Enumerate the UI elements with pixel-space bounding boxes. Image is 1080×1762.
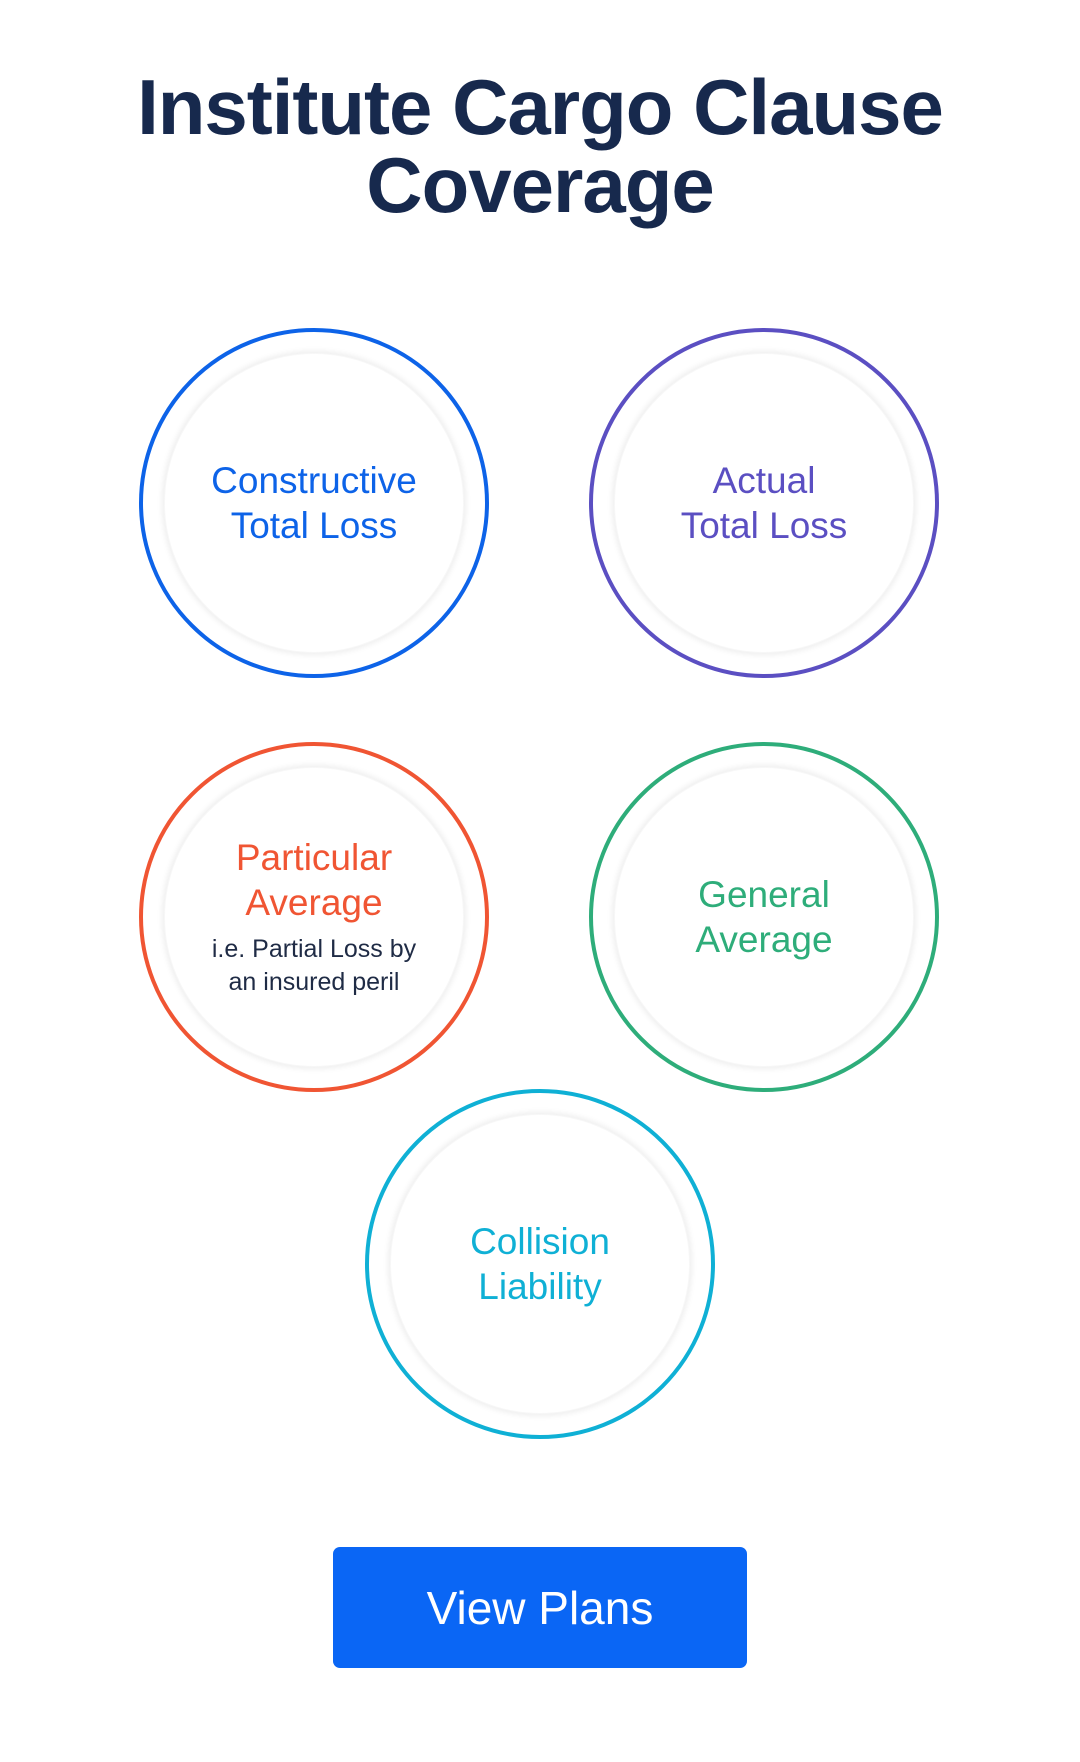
circle-inner: Collision Liability	[390, 1114, 690, 1414]
page-title-line-1: Institute Cargo Clause	[137, 63, 944, 151]
coverage-description: i.e. Partial Loss by an insured peril	[212, 933, 416, 999]
coverage-label: Constructive Total Loss	[211, 458, 417, 548]
circle-inner: Actual Total Loss	[614, 353, 914, 653]
coverage-description-line-2: an insured peril	[228, 968, 400, 996]
coverage-label: Collision Liability	[470, 1219, 610, 1309]
coverage-label-line-1: Actual	[712, 460, 816, 501]
coverage-label-line-2: Average	[695, 919, 833, 960]
coverage-label-line-2: Liability	[478, 1266, 602, 1307]
circle-inner: General Average	[614, 767, 914, 1067]
page-title: Institute Cargo Clause Coverage	[0, 68, 1080, 224]
coverage-label: Particular Average	[236, 835, 392, 925]
coverage-label: Actual Total Loss	[681, 458, 848, 548]
coverage-circle-particular-average: Particular Average i.e. Partial Loss by …	[139, 742, 489, 1092]
coverage-label-line-2: Total Loss	[680, 505, 848, 546]
coverage-label-line-1: General	[698, 874, 830, 915]
coverage-label-line-2: Total Loss	[230, 505, 398, 546]
coverage-label: General Average	[695, 872, 832, 962]
circle-inner: Constructive Total Loss	[164, 353, 464, 653]
coverage-label-line-2: Average	[245, 882, 383, 923]
coverage-circle-general-average: General Average	[589, 742, 939, 1092]
coverage-circle-constructive-total-loss: Constructive Total Loss	[139, 328, 489, 678]
coverage-label-line-1: Constructive	[211, 460, 417, 501]
coverage-description-line-1: i.e. Partial Loss by	[211, 935, 417, 963]
coverage-label-line-1: Collision	[470, 1221, 610, 1262]
view-plans-button[interactable]: View Plans	[333, 1547, 747, 1668]
coverage-circle-actual-total-loss: Actual Total Loss	[589, 328, 939, 678]
coverage-label-line-1: Particular	[235, 837, 393, 878]
page-title-line-2: Coverage	[366, 141, 715, 229]
coverage-circle-collision-liability: Collision Liability	[365, 1089, 715, 1439]
circle-inner: Particular Average i.e. Partial Loss by …	[164, 767, 464, 1067]
